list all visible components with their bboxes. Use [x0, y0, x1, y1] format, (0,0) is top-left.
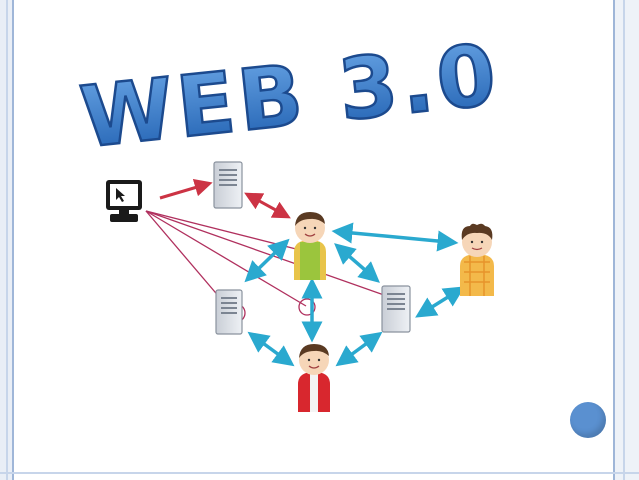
- person-icon: [294, 212, 326, 280]
- slide-frame-right: [613, 0, 639, 480]
- slide-frame-left: [0, 0, 14, 480]
- computer-icon: [106, 180, 142, 222]
- person-icon: [460, 223, 494, 296]
- server-icon: [213, 161, 243, 209]
- teal-arrows: [244, 222, 465, 367]
- slide-bottom-line: [0, 472, 639, 474]
- server-icon: [215, 289, 243, 335]
- red-arrows: [159, 178, 291, 219]
- accent-dot: [570, 402, 606, 438]
- person-icon: [298, 344, 330, 412]
- server-icon: [381, 285, 411, 333]
- slide-title: WEB 3.0: [75, 24, 506, 168]
- title-text: WEB 3.0: [76, 25, 504, 166]
- link-lines: [145, 210, 410, 323]
